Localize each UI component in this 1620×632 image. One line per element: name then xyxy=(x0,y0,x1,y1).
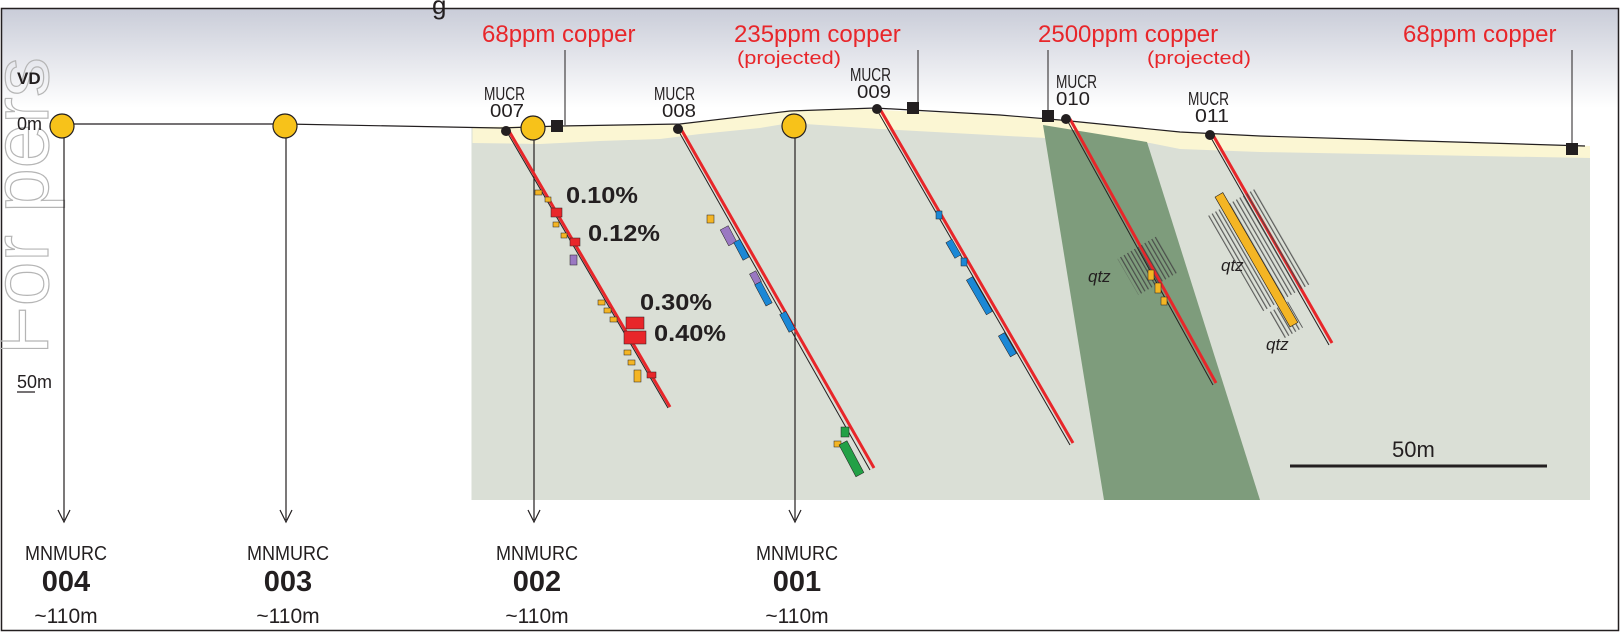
mnmurc-label-001: MNMURC 001 ~110m xyxy=(756,543,838,628)
copper-label-2500-projected: (projected) xyxy=(1147,48,1251,68)
svg-text:003: 003 xyxy=(264,566,312,598)
top-partial-text: g xyxy=(432,0,446,20)
collar-marker-004 xyxy=(49,113,75,139)
collar-007 xyxy=(501,126,511,136)
svg-text:002: 002 xyxy=(513,566,561,598)
qtz-label-2: qtz xyxy=(1266,335,1289,354)
ground-surface-line xyxy=(62,107,1586,147)
svg-text:MUCR: MUCR xyxy=(1188,89,1229,109)
svg-text:008: 008 xyxy=(662,101,696,121)
svg-text:007: 007 xyxy=(490,101,524,121)
drill-trace-010 xyxy=(1061,114,1218,386)
mucr-label-011: MUCR 011 xyxy=(1188,89,1229,126)
sky-band xyxy=(2,8,1618,108)
svg-text:MNMURC: MNMURC xyxy=(496,543,578,565)
zero-depth-label: 0m xyxy=(17,114,42,134)
mnmurc-label-004: MNMURC 004 ~110m xyxy=(25,543,107,628)
svg-text:001: 001 xyxy=(773,566,821,598)
copper-label-68-right: 68ppm copper xyxy=(1403,21,1556,48)
svg-text:~110m: ~110m xyxy=(256,605,319,628)
mucr-label-007: MUCR 007 xyxy=(484,84,525,121)
green-unit xyxy=(1043,125,1260,500)
collar-marker-003 xyxy=(272,113,298,139)
mucr-label-009: MUCR 009 xyxy=(850,65,891,102)
svg-text:MUCR: MUCR xyxy=(484,84,525,104)
svg-text:MUCR: MUCR xyxy=(850,65,891,85)
collar-marker-002 xyxy=(520,115,546,141)
vertical-hole-001 xyxy=(781,113,807,524)
copper-sample-markers xyxy=(551,50,1578,155)
svg-text:~110m: ~110m xyxy=(34,605,97,628)
svg-text:~110m: ~110m xyxy=(505,605,568,628)
grade-label-2: 0.30% xyxy=(640,289,712,315)
svg-text:010: 010 xyxy=(1056,89,1090,109)
figure-frame xyxy=(0,7,1620,632)
mnmurc-label-002: MNMURC 002 ~110m xyxy=(496,543,578,628)
svg-text:~110m: ~110m xyxy=(765,605,828,628)
vertical-hole-002 xyxy=(527,128,541,524)
mucr-label-008: MUCR 008 xyxy=(654,84,696,121)
drill-trace-007 xyxy=(501,115,672,409)
regolith-layer xyxy=(472,108,1590,158)
svg-text:MNMURC: MNMURC xyxy=(756,543,838,565)
vertical-hole-004 xyxy=(49,113,75,524)
grade-label-0: 0.10% xyxy=(566,182,638,208)
svg-text:MUCR: MUCR xyxy=(654,84,695,104)
collar-010 xyxy=(1061,114,1071,124)
grade-label-1: 0.12% xyxy=(588,220,660,246)
copper-label-2500: 2500ppm copper xyxy=(1038,21,1218,48)
watermark-text: For pers xyxy=(0,57,65,355)
collar-009 xyxy=(872,104,882,114)
copper-label-235: 235ppm copper xyxy=(734,21,901,48)
qtz-label-1: qtz xyxy=(1221,256,1244,275)
qtz-label-0: qtz xyxy=(1088,267,1111,286)
drill-trace-008 xyxy=(673,124,876,478)
fifty-m-depth-label: 50m xyxy=(17,372,52,392)
collar-008 xyxy=(673,124,683,134)
copper-label-235-projected: (projected) xyxy=(737,48,841,68)
svg-text:MNMURC: MNMURC xyxy=(25,543,107,565)
bedrock-zone xyxy=(472,122,1590,500)
vertical-hole-003 xyxy=(272,113,298,524)
drill-trace-011 xyxy=(1205,130,1334,346)
copper-label-68-left: 68ppm copper xyxy=(482,21,635,48)
collar-marker-001 xyxy=(781,113,807,139)
mucr-label-010: MUCR 010 xyxy=(1056,72,1097,109)
collar-011 xyxy=(1205,130,1215,140)
svg-text:MUCR: MUCR xyxy=(1056,72,1097,92)
svg-text:004: 004 xyxy=(42,566,90,598)
vd-label: VD xyxy=(17,69,41,88)
drill-trace-009 xyxy=(872,104,1075,446)
mnmurc-label-003: MNMURC 003 ~110m xyxy=(247,543,329,628)
grade-label-3: 0.40% xyxy=(654,320,726,346)
svg-text:011: 011 xyxy=(1195,106,1229,126)
svg-text:MNMURC: MNMURC xyxy=(247,543,329,565)
scale-bar-label: 50m xyxy=(1392,437,1435,462)
svg-text:009: 009 xyxy=(857,82,891,102)
